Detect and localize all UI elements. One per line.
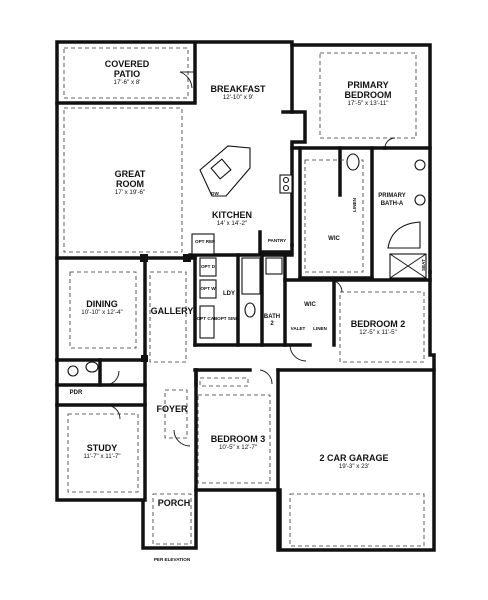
linen-primary-tag: LINEN: [352, 197, 357, 211]
bath2-label: BATH: [264, 314, 280, 320]
bedroom3-dims: 10'-5" x 12'-7": [219, 444, 257, 451]
dining-dims: 10'-10" x 12'-4": [81, 309, 123, 316]
primary-bedroom-label: PRIMARY: [347, 80, 388, 90]
column: [140, 254, 148, 262]
opt-ref-tag: OPT REF: [195, 239, 215, 244]
pdr-sink: [85, 361, 99, 373]
covered-patio-dims: 17'-6" x 8': [114, 79, 141, 86]
kitchen-sink: [210, 158, 232, 180]
pantry-tag: PANTRY: [268, 238, 286, 243]
garage-label: 2 CAR GARAGE: [319, 453, 388, 463]
great-room-label: GREAT: [115, 169, 146, 179]
primary-toilet: [346, 153, 360, 171]
valet-tag: VALET: [291, 326, 306, 331]
kitchen-label: KITCHEN: [212, 210, 252, 220]
garage-dims: 19'-3" x 23': [339, 463, 369, 470]
dishwasher-tag: DW: [211, 191, 219, 196]
column: [183, 254, 191, 262]
dryer: [199, 257, 217, 277]
great-room-label-2: ROOM: [116, 179, 144, 189]
kitchen-dims: 14' x 14'-2": [217, 220, 247, 227]
breakfast-label: BREAKFAST: [210, 84, 266, 94]
ceiling-lines: [63, 47, 425, 547]
primary-tub: [387, 221, 421, 249]
primary-bedroom-label-2: BEDROOM: [345, 90, 392, 100]
bath2-toilet: [244, 302, 256, 318]
bedroom2-dims: 12'-5" x 11'-5": [359, 329, 397, 336]
bath2-vanity: [265, 257, 283, 275]
pdr-label: PDR: [70, 390, 83, 396]
study-dims: 11'-7" x 11'-7": [83, 453, 120, 460]
exterior-walls: [55, 40, 436, 552]
bedroom3-label: BEDROOM 3: [211, 434, 266, 444]
foyer-label: FOYER: [156, 404, 188, 414]
interior-walls: [55, 43, 436, 552]
linen-bed2-tag: LINEN: [313, 326, 327, 331]
primary-bath-label: PRIMARY: [378, 193, 405, 199]
primary-sink-2: [414, 194, 426, 206]
ldy-label: LDY: [223, 291, 235, 297]
column: [141, 355, 148, 362]
wic2-label: WIC: [304, 302, 316, 308]
covered-patio-label: COVERED: [105, 59, 150, 69]
porch-label: PORCH: [158, 498, 191, 508]
dining-label: DINING: [86, 299, 118, 309]
opt-sink-tag: OPT SINK: [217, 316, 239, 321]
primary-sink-1: [414, 159, 426, 171]
fixtures: [67, 145, 427, 377]
doors: [104, 71, 396, 447]
elevation-note: PER ELEVATION: [154, 557, 191, 562]
opt-dryer-tag: OPT D: [201, 264, 216, 269]
wic-primary-label: WIC: [328, 236, 340, 242]
opt-cab-tag: OPT CAB: [197, 316, 218, 321]
laundry-sink: [199, 305, 215, 339]
breakfast-dims: 12'-10" x 9': [223, 94, 253, 101]
bedroom2-label: BEDROOM 2: [351, 319, 406, 329]
study-label: STUDY: [87, 443, 118, 453]
seat-tag: SEAT: [421, 259, 426, 271]
gallery-label: GALLERY: [151, 306, 194, 316]
primary-bedroom-dims: 17'-5" x 13'-11": [347, 100, 388, 107]
pdr-toilet: [67, 365, 79, 377]
bath2-label-2: 2: [270, 321, 274, 327]
opt-washer-tag: OPT W: [200, 286, 216, 291]
washer: [199, 279, 217, 299]
great-room-dims: 17' x 19'-6": [115, 189, 145, 196]
bath2-tub: [241, 257, 261, 295]
covered-patio-label-2: PATIO: [114, 69, 140, 79]
opt-fridge: [191, 233, 215, 255]
primary-bath-label-2: BATH-A: [381, 201, 404, 207]
